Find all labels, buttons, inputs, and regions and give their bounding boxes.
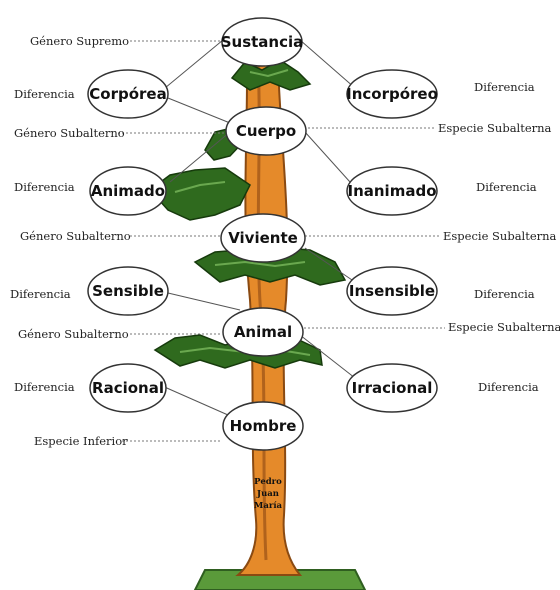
label-diferencia-sensible: Diferencia <box>10 287 71 301</box>
connectors <box>159 39 356 416</box>
node-incorporeo: Incorpóreo <box>346 85 438 103</box>
node-sustancia-shape <box>221 17 303 67</box>
node-animado-shape <box>89 166 167 216</box>
right-labels: Diferencia Especie Subalterna Diferencia… <box>438 80 560 394</box>
node-racional-shape <box>89 363 167 413</box>
label-diferencia-racional: Diferencia <box>14 380 75 394</box>
node-hombre: Hombre <box>230 417 297 435</box>
label-diferencia-inanimado: Diferencia <box>476 180 537 194</box>
foliage-highlights <box>174 69 311 356</box>
node-sensible: Sensible <box>92 282 164 300</box>
node-racional: Racional <box>92 379 164 397</box>
node-inanimado-shape <box>346 166 438 216</box>
node-inanimado: Inanimado <box>348 182 437 200</box>
individual-juan: Juan <box>256 489 279 499</box>
node-sensible-shape <box>87 266 169 316</box>
node-corporea: Corpórea <box>89 85 166 103</box>
node-sustancia: Sustancia <box>221 33 304 51</box>
individual-pedro: Pedro <box>254 477 282 487</box>
label-genero-subalterno-3: Género Subalterno <box>18 327 129 341</box>
node-viviente: Viviente <box>228 229 298 247</box>
node-irracional-shape <box>346 363 438 413</box>
label-especie-inferior: Especie Inferior <box>34 434 128 448</box>
label-diferencia-irracional: Diferencia <box>478 380 539 394</box>
node-irracional: Irracional <box>352 379 433 397</box>
node-incorporeo-shape <box>346 69 438 119</box>
node-cuerpo-shape <box>225 106 307 156</box>
nodes <box>87 17 438 451</box>
node-animal: Animal <box>234 323 292 341</box>
label-diferencia-corporea: Diferencia <box>14 87 75 101</box>
dotted-leaders <box>118 40 445 442</box>
node-cuerpo: Cuerpo <box>236 122 296 140</box>
left-labels: Género Supremo Diferencia Género Subalte… <box>10 34 131 448</box>
node-animado: Animado <box>91 182 165 200</box>
node-insensible: Insensible <box>349 282 435 300</box>
node-viviente-shape <box>220 213 306 263</box>
label-genero-supremo: Género Supremo <box>30 34 129 48</box>
label-diferencia-incorporeo: Diferencia <box>474 80 535 94</box>
label-diferencia-animado: Diferencia <box>14 180 75 194</box>
node-corporea-shape <box>87 69 169 119</box>
label-especie-subalterna-3: Especie Subalterna <box>448 320 560 334</box>
individual-maria: María <box>254 500 283 511</box>
label-diferencia-insensible: Diferencia <box>474 287 535 301</box>
label-genero-subalterno-2: Género Subalterno <box>20 229 131 243</box>
label-especie-subalterna-1: Especie Subalterna <box>438 121 552 135</box>
node-animal-shape <box>222 307 304 357</box>
label-especie-subalterna-2: Especie Subalterna <box>443 229 557 243</box>
individuals: Pedro Juan María <box>254 477 283 511</box>
label-genero-subalterno-1: Género Subalterno <box>14 126 125 140</box>
node-hombre-shape <box>222 401 304 451</box>
node-labels: Sustancia Corpórea Incorpóreo Cuerpo Ani… <box>89 33 438 435</box>
node-insensible-shape <box>346 266 438 316</box>
